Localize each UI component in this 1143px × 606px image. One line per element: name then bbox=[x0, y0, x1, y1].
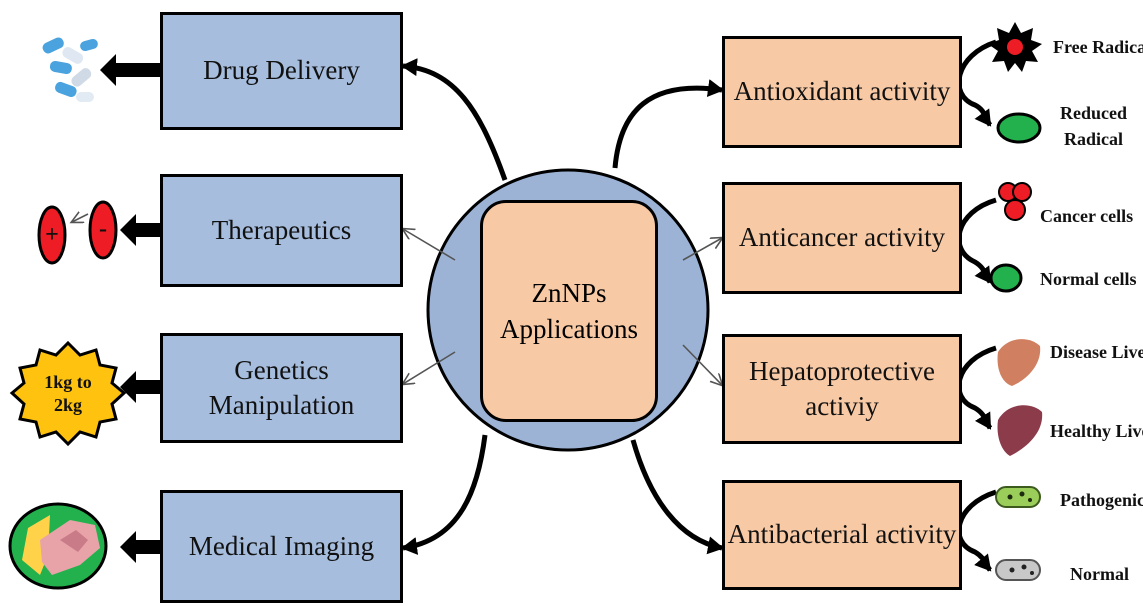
cancer-cells-label: Cancer cells bbox=[1040, 206, 1134, 226]
center-line2: Applications bbox=[500, 314, 638, 344]
drug-delivery-box: Drug Delivery bbox=[160, 12, 403, 130]
plus-minus-link bbox=[72, 214, 89, 222]
pathogenic-bacteria-icon bbox=[995, 486, 1041, 508]
normal-cells-label: Normal cells bbox=[1040, 269, 1137, 289]
antioxidant-label: Antioxidant activity bbox=[733, 76, 951, 107]
reduced-radical-label: Reduced Radical bbox=[1060, 100, 1127, 152]
connector-medical-imaging bbox=[401, 434, 488, 555]
split-arrow-anticancer bbox=[956, 197, 997, 284]
arrow-therapeutics bbox=[403, 229, 456, 261]
hepatoprotective-box: Hepatoprotective activiy bbox=[722, 334, 962, 444]
free-radical-core bbox=[1007, 39, 1023, 55]
antibacterial-box: Antibacterial activity bbox=[722, 480, 962, 590]
split-arrow-antioxidant bbox=[956, 39, 997, 127]
minus-sign: - bbox=[99, 216, 107, 242]
plus-sign: + bbox=[45, 222, 59, 248]
healthy-liver-label: Healthy Liver bbox=[1050, 421, 1143, 441]
weight-badge-icon bbox=[9, 340, 127, 447]
drug-delivery-label: Drug Delivery bbox=[203, 55, 360, 86]
weight-badge-text: 1kg to 2kg bbox=[28, 371, 108, 416]
weight-badge-line1: 1kg to bbox=[44, 372, 92, 392]
center-applications-box: ZnNPs Applications bbox=[480, 200, 658, 422]
split-arrow-hepato bbox=[956, 345, 997, 430]
capsules-icon bbox=[42, 37, 98, 102]
center-line1: ZnNPs bbox=[531, 277, 607, 308]
weight-badge-line2: 2kg bbox=[53, 394, 82, 415]
connector-antibacterial bbox=[630, 439, 724, 555]
block-arrow-drug bbox=[100, 54, 160, 86]
hepatoprotective-line2: activiy bbox=[805, 391, 879, 421]
genetics-manipulation-label: Genetics Manipulation bbox=[208, 354, 355, 420]
arrow-hepatoprotective bbox=[682, 344, 722, 385]
antibacterial-label: Antibacterial activity bbox=[727, 519, 957, 550]
anticancer-label: Anticancer activity bbox=[738, 222, 946, 253]
arrow-genetics bbox=[403, 351, 456, 384]
disease-liver-label: Disease Liver bbox=[1050, 342, 1143, 362]
minus-icon bbox=[88, 200, 118, 260]
block-arrow-therapeutics bbox=[120, 214, 160, 246]
connector-antioxidant bbox=[612, 79, 724, 169]
connector-drug-delivery bbox=[401, 58, 508, 181]
reduced-radical-line1: Reduced bbox=[1060, 103, 1127, 123]
pathogenic-label: Pathogenic bbox=[1060, 490, 1143, 510]
therapeutics-box: Therapeutics bbox=[160, 174, 403, 287]
medical-scan-icon bbox=[8, 502, 108, 590]
free-radical-label: Free Radical bbox=[1053, 37, 1143, 57]
medical-imaging-label: Medical Imaging bbox=[188, 530, 375, 561]
block-arrow-genetics bbox=[120, 371, 160, 403]
plus-icon bbox=[37, 205, 67, 265]
therapeutics-label: Therapeutics bbox=[211, 214, 352, 245]
normal-bacteria-icon bbox=[995, 559, 1041, 581]
anticancer-box: Anticancer activity bbox=[722, 182, 962, 294]
cancer-cells-icon bbox=[998, 182, 1032, 221]
antioxidant-box: Antioxidant activity bbox=[722, 36, 962, 148]
arrow-anticancer bbox=[682, 238, 722, 261]
normal-cells-icon bbox=[989, 263, 1023, 293]
normal-bacteria-label: Normal bbox=[1070, 564, 1129, 584]
block-arrow-imaging bbox=[120, 531, 160, 563]
split-arrow-antibacterial bbox=[956, 489, 997, 572]
disease-liver-icon bbox=[997, 339, 1041, 386]
reduced-radical-icon bbox=[996, 112, 1042, 144]
medical-imaging-box: Medical Imaging bbox=[160, 490, 403, 603]
reduced-radical-line2: Radical bbox=[1063, 129, 1123, 150]
hepatoprotective-line1: Hepatoprotective bbox=[749, 355, 935, 386]
genetics-manipulation-box: Genetics Manipulation bbox=[160, 333, 403, 443]
healthy-liver-icon bbox=[997, 405, 1043, 456]
